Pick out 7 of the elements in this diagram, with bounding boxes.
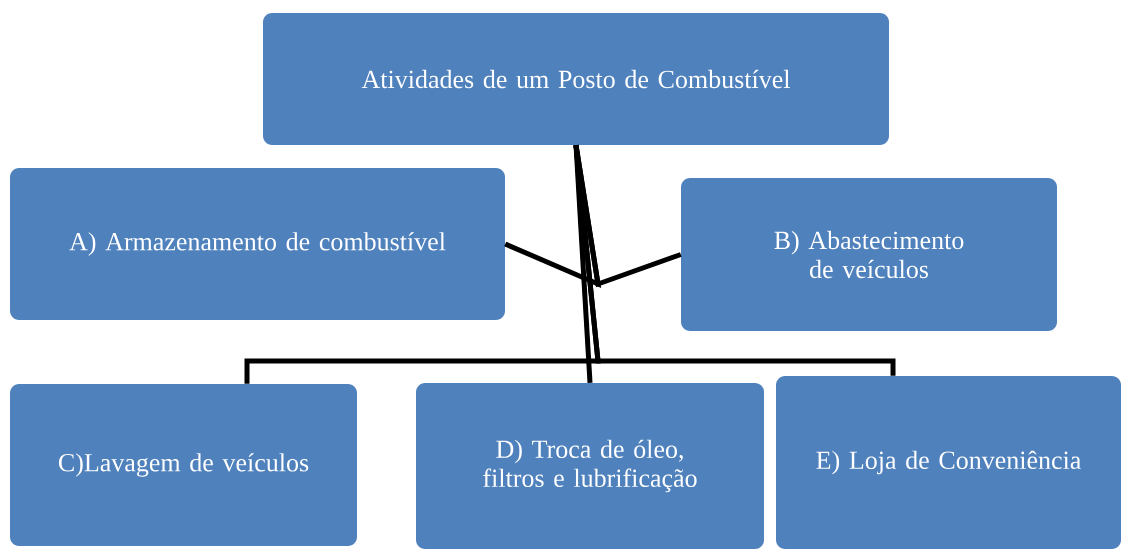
connector-line	[573, 144, 896, 376]
process-box: C)Lavagem de veículos	[10, 384, 357, 546]
process-box: E) Loja de Conveniência	[776, 376, 1121, 549]
process-box: B) Abastecimento de veículos	[681, 178, 1057, 331]
process-box: Atividades de um Posto de Combustível	[263, 13, 889, 145]
process-box: A) Armazenamento de combustível	[10, 168, 505, 320]
process-box: D) Troca de óleo, filtros e lubrificação	[416, 383, 764, 549]
